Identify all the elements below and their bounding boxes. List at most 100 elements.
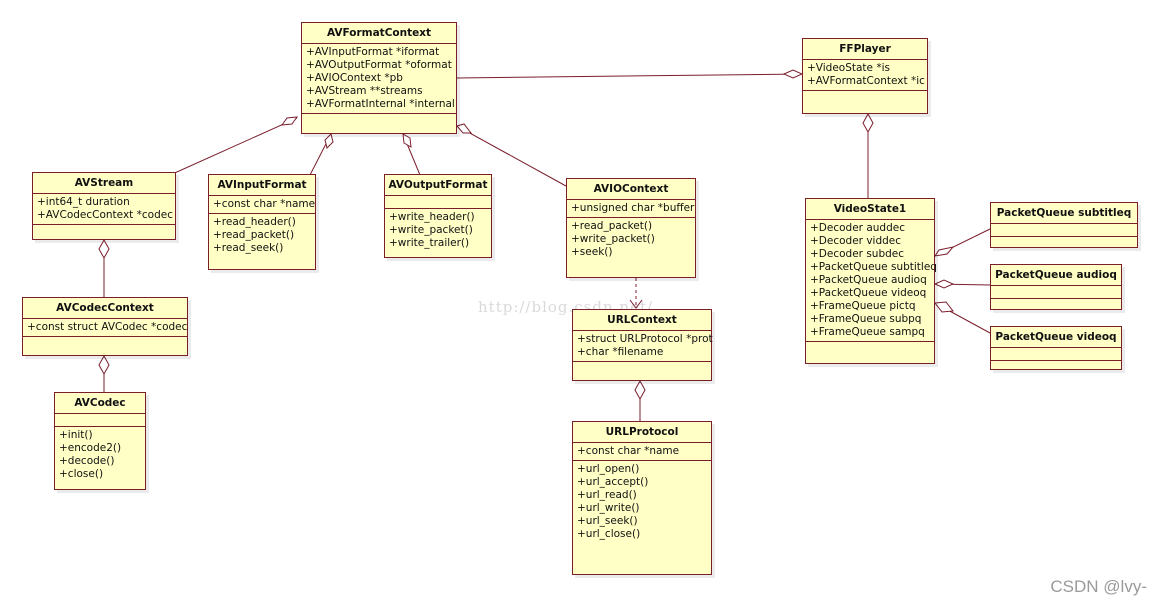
diamond-avformatcontext-avinputformat <box>324 133 334 149</box>
attribute-compartment <box>991 286 1121 299</box>
class-name: AVIOContext <box>567 179 695 200</box>
attribute-row: +AVOutputFormat *oformat <box>306 59 452 71</box>
class-videostate[interactable]: VideoState1 +Decoder auddec+Decoder vidde… <box>805 198 937 364</box>
class-name: AVFormatContext <box>302 23 456 44</box>
class-urlprotocol[interactable]: URLProtocol+const char *name+url_open()+… <box>572 421 712 575</box>
attribute-row: +FrameQueue pictq <box>810 300 916 312</box>
class-avcodeccontext[interactable]: AVCodecContext+const struct AVCodec *cod… <box>22 297 188 356</box>
diamond-urlprotocol <box>634 379 646 401</box>
class-name: FFPlayer <box>803 39 927 60</box>
diamond-pq-audio <box>933 279 955 289</box>
class-packetqueue-videoq[interactable]: PacketQueue videoq <box>990 326 1122 370</box>
attribute-row: +const char *name <box>213 198 316 210</box>
attribute-compartment: +const char *name <box>573 443 711 461</box>
attribute-compartment: +struct URLProtocol *prot+char *filename <box>573 331 713 362</box>
operation-compartment <box>991 361 1121 373</box>
attribute-row: +FrameQueue subpq <box>810 313 922 325</box>
diamond-videostate <box>862 112 874 134</box>
link-avformatcontext-aviocontext <box>456 125 567 187</box>
attribute-row: +Decoder auddec <box>810 222 905 234</box>
link-avformatcontext-ffplayer <box>456 73 803 79</box>
class-name: PacketQueue audioq <box>991 265 1121 286</box>
attribute-row: +struct URLProtocol *prot <box>577 333 713 345</box>
operation-row: +write_packet() <box>571 233 655 245</box>
operation-row: +write_header() <box>389 211 475 223</box>
attribute-compartment <box>991 224 1137 237</box>
attribute-row: +PacketQueue audioq <box>810 274 927 286</box>
attribute-compartment <box>55 414 145 427</box>
diamond-avcodeccontext <box>98 238 110 260</box>
attribute-compartment <box>991 348 1121 361</box>
operation-row: +url_write() <box>577 502 640 514</box>
class-avoutputformat[interactable]: AVOutputFormat +write_header()+write_pack… <box>384 174 492 258</box>
class-name: AVCodecContext <box>23 298 187 319</box>
operation-row: +url_open() <box>577 463 640 475</box>
class-name: URLProtocol <box>573 422 711 443</box>
class-name: AVInputFormat <box>209 175 315 196</box>
attribute-compartment: +const struct AVCodec *codec <box>23 319 187 337</box>
operation-row: +url_seek() <box>577 515 638 527</box>
attribute-row: +PacketQueue videoq <box>810 287 927 299</box>
diamond-avformatcontext-avstream <box>280 116 299 126</box>
class-avformatcontext[interactable]: AVFormatContext+AVInputFormat *iformat+A… <box>301 22 457 134</box>
class-name: AVCodec <box>55 393 145 414</box>
operation-compartment <box>806 342 934 354</box>
attribute-row: +char *filename <box>577 346 664 358</box>
attribute-row: +AVInputFormat *iformat <box>306 46 440 58</box>
attribute-row: +Decoder viddec <box>810 235 902 247</box>
dependency-arrowhead <box>629 299 643 309</box>
operation-row: +read_packet() <box>571 220 653 232</box>
attribute-row: +AVCodecContext *codec <box>37 209 173 221</box>
operation-compartment: +write_header()+write_packet()+write_tra… <box>385 209 491 252</box>
class-urlcontext[interactable]: URLContext+struct URLProtocol *prot+char… <box>572 309 713 381</box>
diamond-avcodec <box>98 354 110 376</box>
class-name: PacketQueue subtitleq <box>991 203 1137 224</box>
operation-compartment: +read_packet()+write_packet()+seek() <box>567 218 695 261</box>
class-packetqueue-subtitleq[interactable]: PacketQueue subtitleq <box>990 202 1138 248</box>
operation-compartment: +read_header()+read_packet()+read_seek() <box>209 214 315 257</box>
operation-compartment <box>23 337 187 349</box>
attribute-row: +const char *name <box>577 445 680 457</box>
class-packetqueue-audioq[interactable]: PacketQueue audioq <box>990 264 1122 310</box>
operation-compartment <box>991 237 1137 249</box>
class-name: AVOutputFormat <box>385 175 491 196</box>
operation-row: +seek() <box>571 246 613 258</box>
attribute-row: +AVFormatContext *ic <box>807 75 925 87</box>
attribute-compartment: +int64_t duration+AVCodecContext *codec <box>33 194 175 225</box>
attribute-row: +Decoder subdec <box>810 248 905 260</box>
class-name: VideoState1 <box>806 199 934 220</box>
operation-compartment <box>991 299 1121 311</box>
attribute-row: +PacketQueue subtitleq <box>810 261 937 273</box>
operation-row: +read_header() <box>213 216 296 228</box>
attribute-compartment <box>385 196 491 209</box>
attribute-row: +unsigned char *buffer <box>571 202 695 214</box>
class-ffplayer[interactable]: FFPlayer+VideoState *is+AVFormatContext … <box>802 38 928 114</box>
class-name: URLContext <box>573 310 711 331</box>
attribute-compartment: +VideoState *is+AVFormatContext *ic <box>803 60 927 91</box>
class-avstream[interactable]: AVStream+int64_t duration+AVCodecContext… <box>32 172 176 240</box>
class-avinputformat[interactable]: AVInputFormat +const char *name +read_head… <box>208 174 316 270</box>
operation-row: +init() <box>59 429 93 441</box>
attribute-row: +int64_t duration <box>37 196 130 208</box>
operation-row: +url_accept() <box>577 476 649 488</box>
class-avcodec[interactable]: AVCodec+init()+encode2()+decode()+close(… <box>54 392 146 490</box>
attribute-compartment: +AVInputFormat *iformat+AVOutputFormat *… <box>302 44 456 114</box>
operation-row: +url_close() <box>577 528 641 540</box>
operation-row: +encode2() <box>59 442 122 454</box>
link-avformatcontext-avstream <box>167 117 298 177</box>
class-name: PacketQueue videoq <box>991 327 1121 348</box>
attribute-row: +FrameQueue sampq <box>810 326 925 338</box>
attribute-compartment: +unsigned char *buffer <box>567 200 695 218</box>
class-name: AVStream <box>33 173 175 194</box>
operation-compartment <box>573 362 711 374</box>
operation-row: +write_packet() <box>389 224 473 236</box>
attribute-row: +AVFormatInternal *internal <box>306 98 455 110</box>
operation-compartment <box>302 114 456 126</box>
operation-compartment <box>33 225 175 237</box>
diamond-avformatcontext-aviocontext <box>456 123 473 134</box>
diamond-avformatcontext-avoutputformat <box>402 133 412 148</box>
operation-row: +read_seek() <box>213 242 284 254</box>
class-aviocontext[interactable]: AVIOContext +unsigned char *buffer +read_p… <box>566 178 696 278</box>
operation-compartment <box>803 91 927 103</box>
